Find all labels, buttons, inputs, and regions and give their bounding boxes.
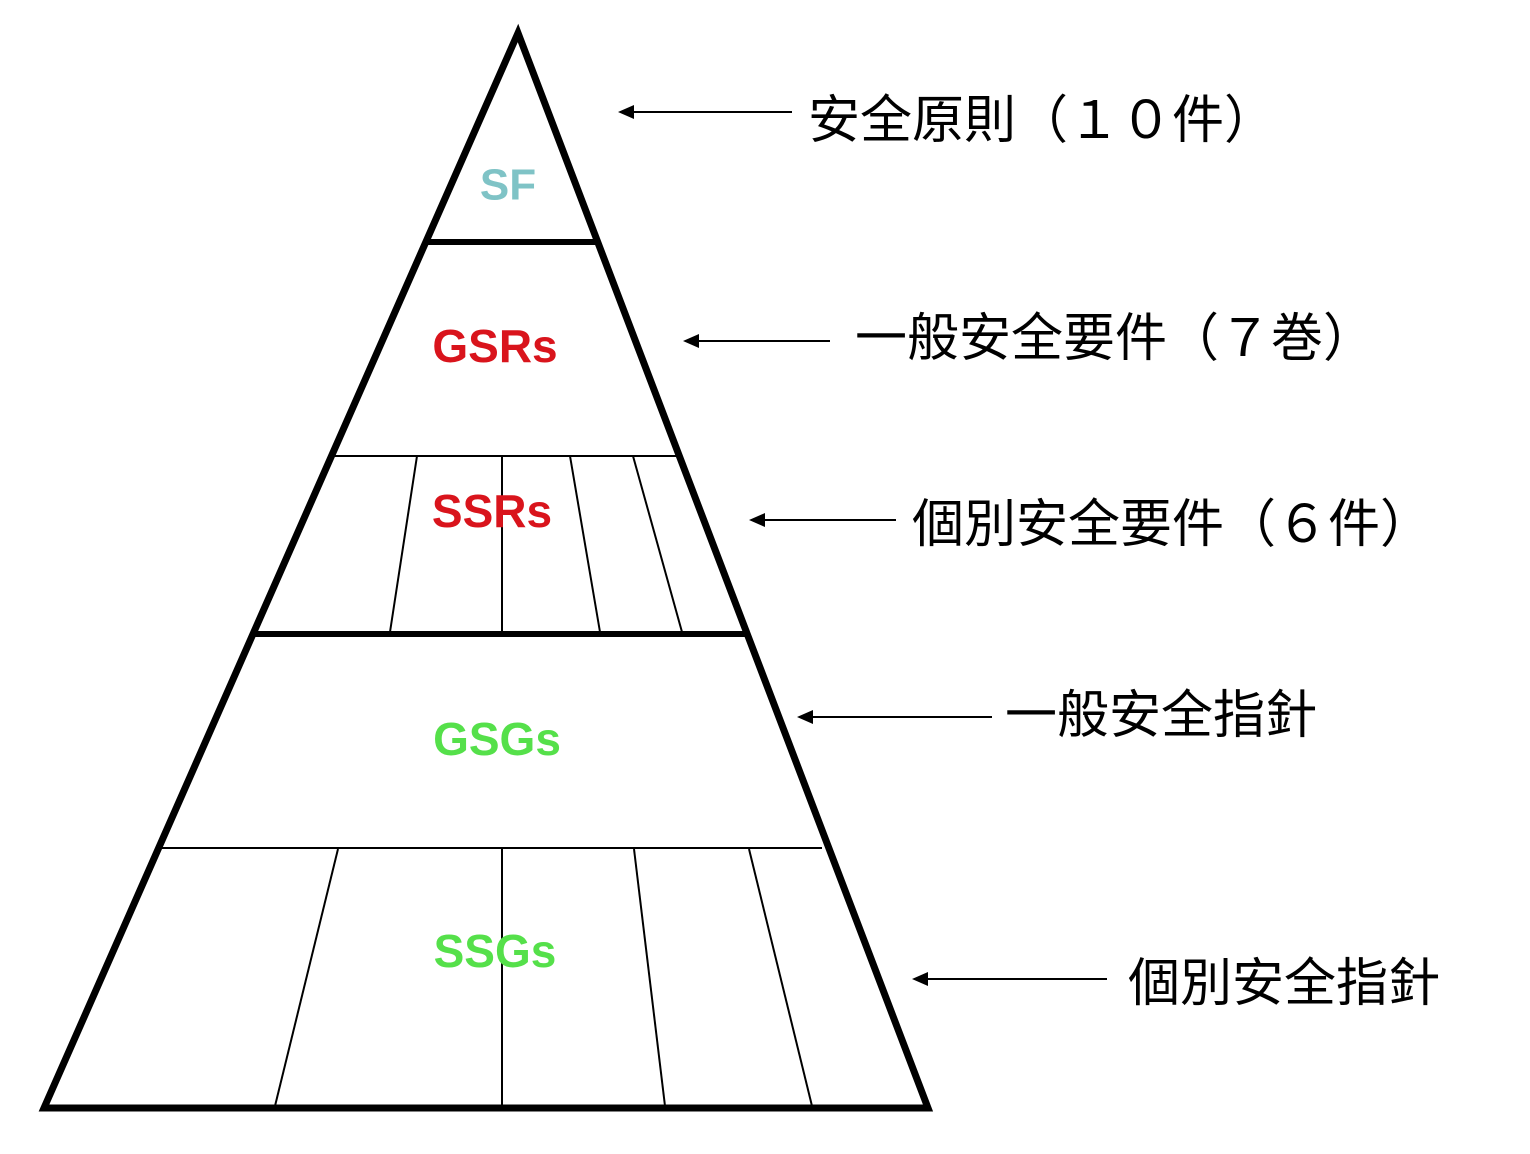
tier-label-ssgs: SSGs (434, 925, 557, 977)
tier-label-gsgs: GSGs (433, 713, 561, 765)
ssgs-subdivisions (274, 848, 813, 1107)
desc-label-ssrs: 個別安全要件（６件） (912, 495, 1432, 555)
desc-label-sf: 安全原則（１０件） (808, 91, 1276, 151)
tier-label-gsrs: GSRs (432, 320, 557, 372)
desc-label-gsrs: 一般安全要件（７巻） (855, 309, 1375, 369)
arrow-ssgs (912, 972, 1107, 986)
tier-label-ssrs: SSRs (432, 485, 552, 537)
pyramid-outline (38, 23, 934, 1112)
arrow-sf (618, 105, 792, 119)
tier-label-sf: SF (480, 161, 536, 210)
arrow-gsgs (797, 710, 992, 724)
ssrs-subdivisions (389, 455, 683, 633)
desc-label-ssgs: 個別安全指針 (1128, 954, 1440, 1014)
arrow-ssrs (749, 513, 896, 527)
desc-label-gsgs: 一般安全指針 (1005, 686, 1317, 746)
arrow-gsrs (683, 334, 830, 348)
